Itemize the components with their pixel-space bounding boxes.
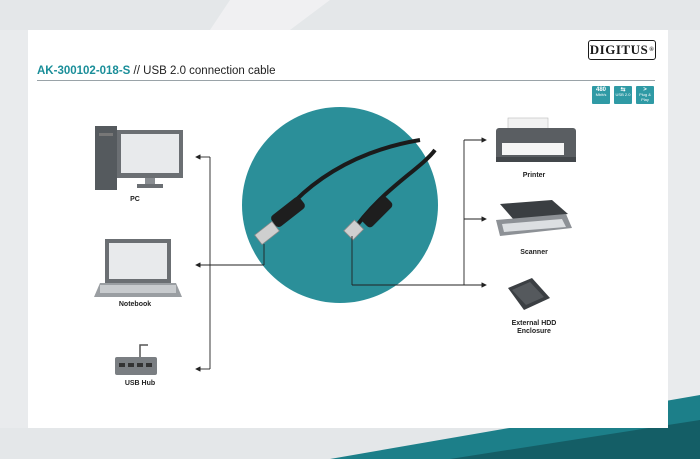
hdd-enclosure-icon: [508, 278, 550, 310]
brand-logo: DIGITUS®: [588, 40, 656, 60]
usb-badge: ⇆USB 2.0: [614, 86, 632, 104]
plug-and-play-badge: >Plug & Play: [636, 86, 654, 104]
product-code: AK-300102-018-S: [37, 65, 131, 77]
device-label-usb-hub: USB Hub: [124, 380, 156, 387]
page-title: AK-300102-018-S // USB 2.0 connection ca…: [37, 65, 275, 77]
right-connectors: [351, 137, 487, 288]
cable-image: [242, 107, 438, 303]
printer-icon: [496, 117, 576, 162]
left-connectors: [195, 154, 265, 372]
title-separator: //: [133, 65, 140, 77]
title-divider: [37, 80, 655, 81]
pc-icon: [95, 126, 183, 190]
notebook-icon: [94, 239, 182, 297]
device-label-pc: PC: [130, 196, 140, 203]
scanner-icon: [496, 200, 572, 236]
usb-hub-icon: [115, 344, 157, 375]
device-label-printer: Printer: [522, 172, 546, 179]
device-label-notebook: Notebook: [118, 301, 152, 308]
device-label-scanner: Scanner: [520, 249, 548, 256]
product-title: USB 2.0 connection cable: [143, 65, 276, 77]
